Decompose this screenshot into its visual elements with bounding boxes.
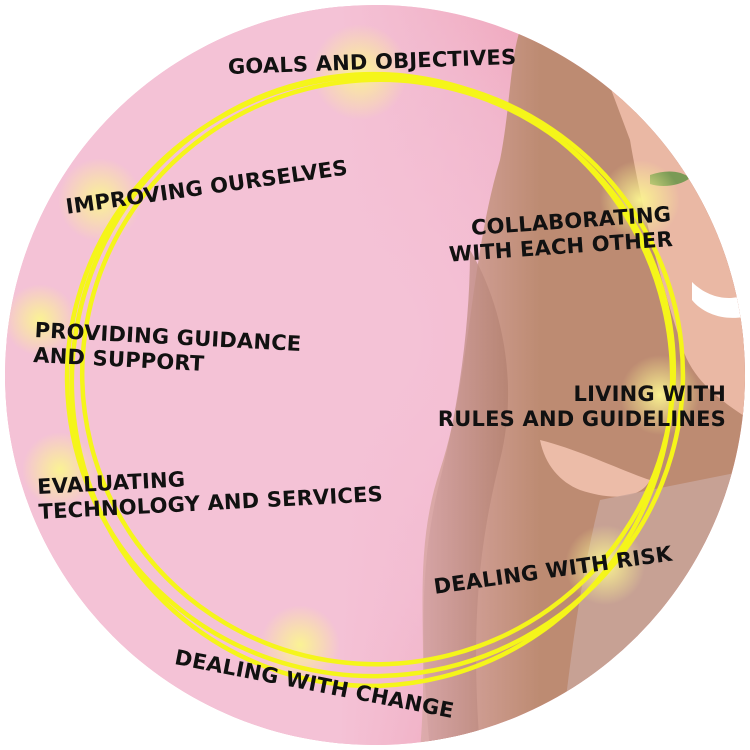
glow-spot: [260, 605, 340, 685]
ring-3: [79, 77, 677, 667]
glow-spot: [5, 284, 76, 356]
label-text-line-1: LIVING WITH: [573, 382, 726, 406]
glow-spot: [312, 24, 408, 120]
glow-spot: [600, 160, 680, 240]
glow-spot: [58, 158, 142, 242]
yellow-rings: [64, 71, 686, 689]
label-text-line-2: RULES AND GUIDELINES: [437, 407, 726, 431]
label-living-with-rules: LIVING WITH RULES AND GUIDELINES: [430, 382, 726, 432]
